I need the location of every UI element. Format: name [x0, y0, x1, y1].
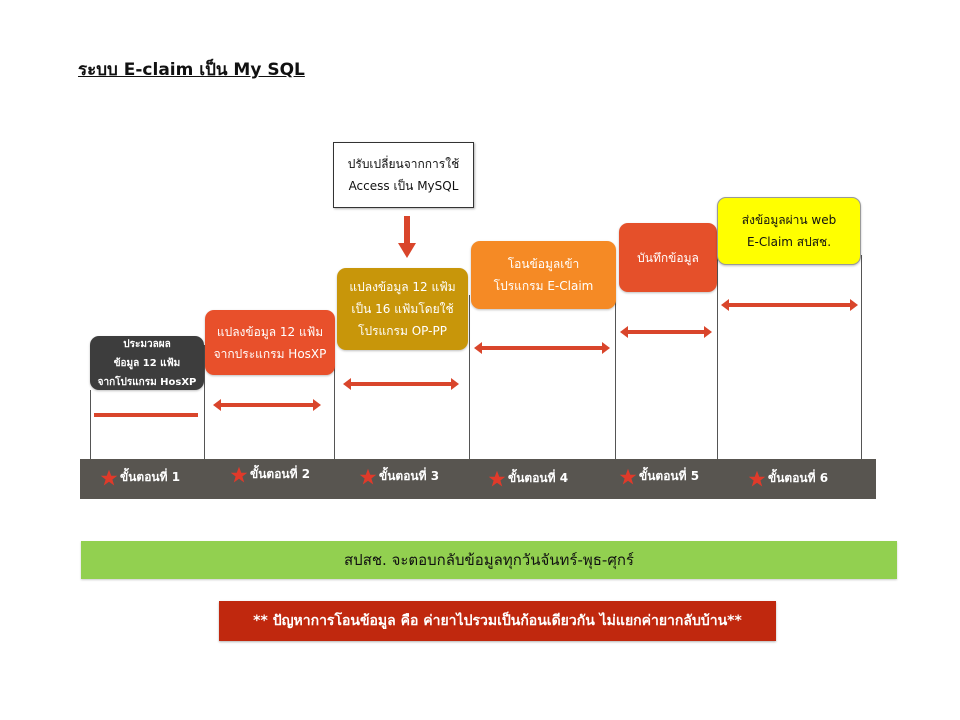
double-arrow-icon: [213, 399, 321, 411]
step-2-label: ขั้นตอนที่ 2: [230, 465, 310, 484]
problem-text: ** ปัญหาการโอนข้อมูล คือ ค่ายาไปรวมเป็นก…: [253, 613, 742, 629]
step-4-box: โอนข้อมูลเข้า โปรแกรม E-Claim: [471, 241, 616, 309]
star-icon: [100, 469, 118, 485]
step-4-label-text: ขั้นตอนที่ 4: [508, 471, 569, 485]
star-icon: [230, 466, 248, 482]
change-note-box: ปรับเปลี่ยนจากการใช้ Access เป็น MySQL: [333, 142, 474, 208]
step-2-box: แปลงข้อมูล 12 แฟ้ม จากประแกรม HosXP: [205, 310, 335, 375]
step-1-box: ประมวลผล ข้อมูล 12 แฟ้ม จากโปรแกรม HosXP: [90, 336, 204, 390]
down-arrow-icon: [398, 216, 416, 258]
step-4-label: ขั้นตอนที่ 4: [488, 469, 568, 488]
step-3-box: แปลงข้อมูล 12 แฟ้ม เป็น 16 แฟ้มโดยใช้ โป…: [337, 268, 468, 350]
response-banner-text: สปสช. จะตอบกลับข้อมูลทุกวันจันทร์-พุธ-ศุ…: [344, 551, 634, 569]
change-note-text: ปรับเปลี่ยนจากการใช้ Access เป็น MySQL: [347, 157, 460, 193]
step-4-text: โอนข้อมูลเข้า โปรแกรม E-Claim: [493, 257, 594, 293]
step-5-label: ขั้นตอนที่ 5: [619, 467, 699, 486]
step-5-box: บันทึกข้อมูล: [619, 223, 717, 292]
step-3-label: ขั้นตอนที่ 3: [359, 467, 439, 486]
step-2-label-text: ขั้นตอนที่ 2: [250, 467, 311, 481]
step-1-label: ขั้นตอนที่ 1: [100, 468, 180, 487]
column-divider: [861, 255, 862, 460]
column-divider: [90, 390, 91, 460]
diagram-title: ระบบ E-claim เป็น My SQL: [78, 60, 305, 80]
step-1-label-text: ขั้นตอนที่ 1: [120, 470, 181, 484]
response-banner: สปสช. จะตอบกลับข้อมูลทุกวันจันทร์-พุธ-ศุ…: [81, 541, 897, 579]
step-6-box: ส่งข้อมูลผ่าน web E-Claim สปสช.: [717, 197, 861, 265]
step-1-text: ประมวลผล ข้อมูล 12 แฟ้ม จากโปรแกรม HosXP: [97, 338, 197, 388]
step-6-label-text: ขั้นตอนที่ 6: [768, 471, 829, 485]
step-5-label-text: ขั้นตอนที่ 5: [639, 469, 700, 483]
step-bar: [80, 459, 876, 499]
column-divider: [469, 295, 470, 460]
step-6-label: ขั้นตอนที่ 6: [748, 469, 828, 488]
column-divider: [334, 345, 335, 460]
star-icon: [359, 468, 377, 484]
star-icon: [748, 470, 766, 486]
problem-box: ** ปัญหาการโอนข้อมูล คือ ค่ายาไปรวมเป็นก…: [219, 601, 776, 641]
step-3-label-text: ขั้นตอนที่ 3: [379, 469, 440, 483]
star-icon: [619, 468, 637, 484]
step-3-text: แปลงข้อมูล 12 แฟ้ม เป็น 16 แฟ้มโดยใช้ โป…: [349, 280, 456, 338]
double-arrow-icon: [94, 409, 198, 421]
column-divider: [204, 345, 205, 460]
step-2-text: แปลงข้อมูล 12 แฟ้ม จากประแกรม HosXP: [213, 324, 327, 361]
step-6-text: ส่งข้อมูลผ่าน web E-Claim สปสช.: [741, 213, 837, 249]
star-icon: [488, 470, 506, 486]
column-divider: [615, 280, 616, 460]
double-arrow-icon: [474, 342, 610, 354]
step-5-text: บันทึกข้อมูล: [637, 250, 699, 265]
double-arrow-icon: [343, 378, 459, 390]
column-divider: [717, 255, 718, 460]
double-arrow-icon: [721, 299, 858, 311]
double-arrow-icon: [620, 326, 712, 338]
